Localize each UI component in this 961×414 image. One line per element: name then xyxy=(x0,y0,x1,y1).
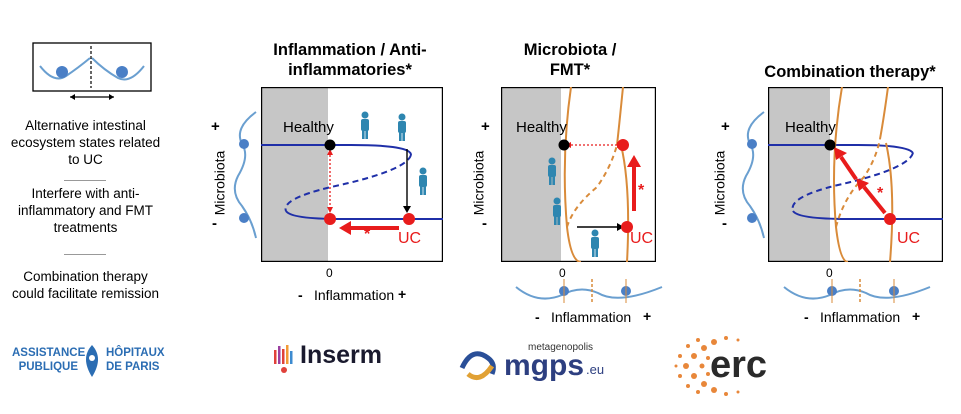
aphp-logo: ASSISTANCE PUBLIQUE HÔPITAUX DE PARIS xyxy=(12,344,182,380)
mgps-tagline: metagenopolis xyxy=(528,342,594,353)
legend-text-states: Alternative intestinal ecosystem states … xyxy=(10,118,161,167)
potential-well-icon xyxy=(514,279,664,307)
y-minus: - xyxy=(212,215,217,232)
mgps-suffix: .eu xyxy=(586,362,605,377)
y-axis-label: Microbiota xyxy=(211,150,228,216)
legend-text-combination: Combination therapy could facilitate rem… xyxy=(11,269,160,301)
legend-text-interfere: Interfere with anti-inflammatory and FMT… xyxy=(17,186,154,235)
x-axis-label: Inflammation xyxy=(314,287,395,303)
healthy-label: Healthy xyxy=(785,119,836,136)
x-minus: - xyxy=(298,287,303,303)
y-minus: - xyxy=(722,215,727,232)
healthy-label: Healthy xyxy=(283,119,334,136)
mgps-swirl-icon xyxy=(459,351,496,381)
aphp-text-right: HÔPITAUX DE PARIS xyxy=(106,347,165,373)
uc-label: UC xyxy=(897,230,921,247)
panel-title: Microbiota / FMT* xyxy=(523,41,617,79)
y-axis-label: Microbiota xyxy=(470,150,487,216)
y-plus: + xyxy=(721,118,730,135)
x-plus: + xyxy=(912,308,921,324)
erc-logo: erc xyxy=(672,334,782,398)
legend-divider xyxy=(64,254,106,255)
bifurcation-plot xyxy=(767,86,944,263)
y-plus: + xyxy=(211,118,220,135)
significance-star: * xyxy=(364,226,371,243)
x-minus: - xyxy=(535,309,540,325)
x-axis-label: Inflammation xyxy=(551,309,632,325)
bifurcation-plot xyxy=(260,86,444,263)
erc-dots-icon xyxy=(674,336,740,396)
significance-star: * xyxy=(638,182,645,199)
mgps-wordmark: mgps xyxy=(504,349,585,382)
x-zero-tick: 0 xyxy=(559,266,566,280)
x-plus: + xyxy=(643,308,652,324)
panel-title: Inflammation / Anti-inflammatories* xyxy=(273,41,427,79)
y-axis-label: Microbiota xyxy=(711,150,728,216)
panel-title: Combination therapy* xyxy=(764,63,936,81)
mgps-logo: metagenopolis mgps .eu xyxy=(458,342,618,386)
inserm-bars-icon xyxy=(274,345,293,373)
potential-well-icon xyxy=(782,279,932,307)
aphp-text-left: ASSISTANCE PUBLIQUE xyxy=(12,347,86,373)
healthy-label: Healthy xyxy=(516,119,567,136)
x-plus: + xyxy=(398,286,407,302)
y-minus: - xyxy=(482,215,487,232)
legend-divider xyxy=(64,180,106,181)
erc-wordmark: erc xyxy=(710,344,768,386)
x-zero-tick: 0 xyxy=(326,266,333,280)
potential-well-icon xyxy=(736,110,776,240)
legend-well-icon xyxy=(32,42,152,102)
uc-label: UC xyxy=(398,230,422,247)
aphp-emblem-icon xyxy=(82,344,102,382)
x-axis-label: Inflammation xyxy=(820,309,901,325)
uc-label: UC xyxy=(630,230,654,247)
inserm-wordmark: Inserm xyxy=(300,341,382,369)
bifurcation-plot xyxy=(500,86,657,263)
potential-well-icon xyxy=(228,110,268,240)
x-minus: - xyxy=(804,309,809,325)
significance-star: * xyxy=(877,185,884,202)
y-plus: + xyxy=(481,118,490,135)
x-zero-tick: 0 xyxy=(826,266,833,280)
inserm-logo: Inserm xyxy=(272,340,402,376)
